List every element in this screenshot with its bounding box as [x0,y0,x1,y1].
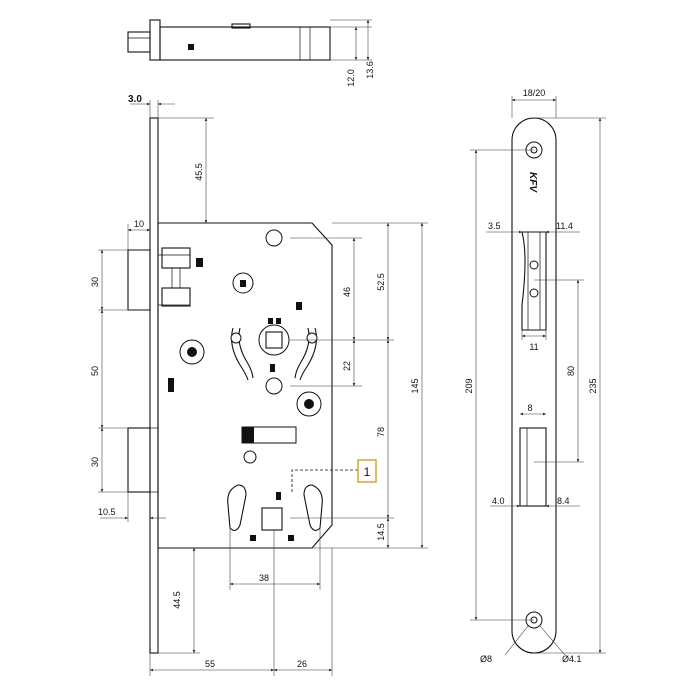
side-dimensions [470,96,606,656]
dim-11-4: 11.4 [556,221,573,231]
dim-3-5: 3.5 [488,221,501,231]
dim-top-13-6: 13.6 [365,61,375,79]
dim-30-b: 30 [90,457,100,467]
side-view [511,117,557,654]
front-dimensions [98,100,428,676]
labels: 12.0 13.6 3.0 10 30 50 30 10.5 44.5 55 2… [90,61,598,669]
dim-14-5: 14.5 [376,523,386,541]
dim-8-4: 8.4 [557,496,570,506]
dim-44-5: 44.5 [172,591,182,609]
dim-38: 38 [259,573,269,583]
dim-30-a: 30 [90,277,100,287]
dim-dia-8: Ø8 [480,654,492,664]
dim-50: 50 [90,366,100,376]
dim-4-0: 4.0 [492,496,505,506]
dim-8: 8 [527,403,532,413]
callout-box [357,459,377,483]
dim-235: 235 [588,378,598,393]
dim-46: 46 [342,287,352,297]
dim-22: 22 [342,361,352,371]
dim-11: 11 [529,342,538,352]
dim-45-5: 45.5 [194,163,204,181]
dim-26: 26 [297,659,307,669]
dim-10-5: 10.5 [98,507,116,517]
dim-209: 209 [464,378,474,393]
brand-logo: KFV [527,172,538,193]
top-view [127,19,372,61]
dim-78: 78 [376,427,386,437]
dim-dia-4-1: Ø4.1 [562,654,582,664]
dim-145: 145 [410,378,420,393]
dim-18-20: 18/20 [523,88,546,98]
callout-number: 1 [364,465,371,479]
dim-top-12: 12.0 [346,69,356,87]
dim-plate-3: 3.0 [128,94,142,105]
front-view [127,117,333,654]
dim-52-5: 52.5 [376,273,386,291]
dim-80: 80 [566,366,576,376]
dim-55: 55 [205,659,215,669]
dim-10: 10 [134,219,144,229]
